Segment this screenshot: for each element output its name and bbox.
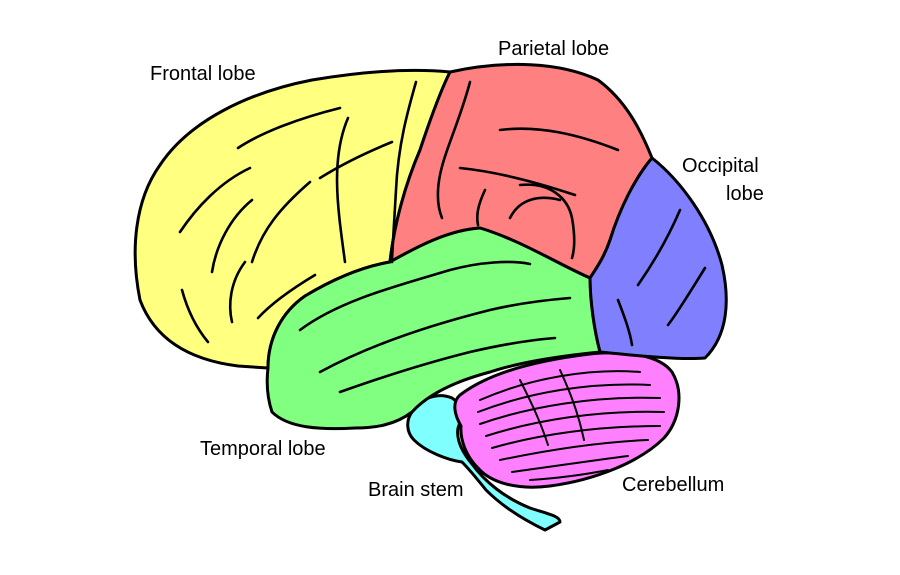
temporal-sulci: [298, 260, 572, 394]
frontal-sulci: [178, 80, 418, 344]
temporal-lobe-region: [265, 226, 602, 431]
frontal-lobe-label: Frontal lobe: [150, 63, 256, 85]
brain-stem-label: Brain stem: [368, 479, 464, 501]
occipital-lobe-label-line1: Occipital: [682, 155, 759, 177]
occipital-lobe-label-line2: lobe: [726, 183, 764, 205]
cerebellum-label: Cerebellum: [622, 474, 724, 496]
parietal-sulci: [436, 80, 620, 260]
occipital-lobe-region: [588, 156, 728, 361]
occipital-sulci: [616, 208, 707, 347]
cerebellum-folia: [477, 369, 665, 481]
parietal-lobe-label: Parietal lobe: [498, 38, 609, 60]
temporal-lobe-label: Temporal lobe: [200, 438, 326, 460]
